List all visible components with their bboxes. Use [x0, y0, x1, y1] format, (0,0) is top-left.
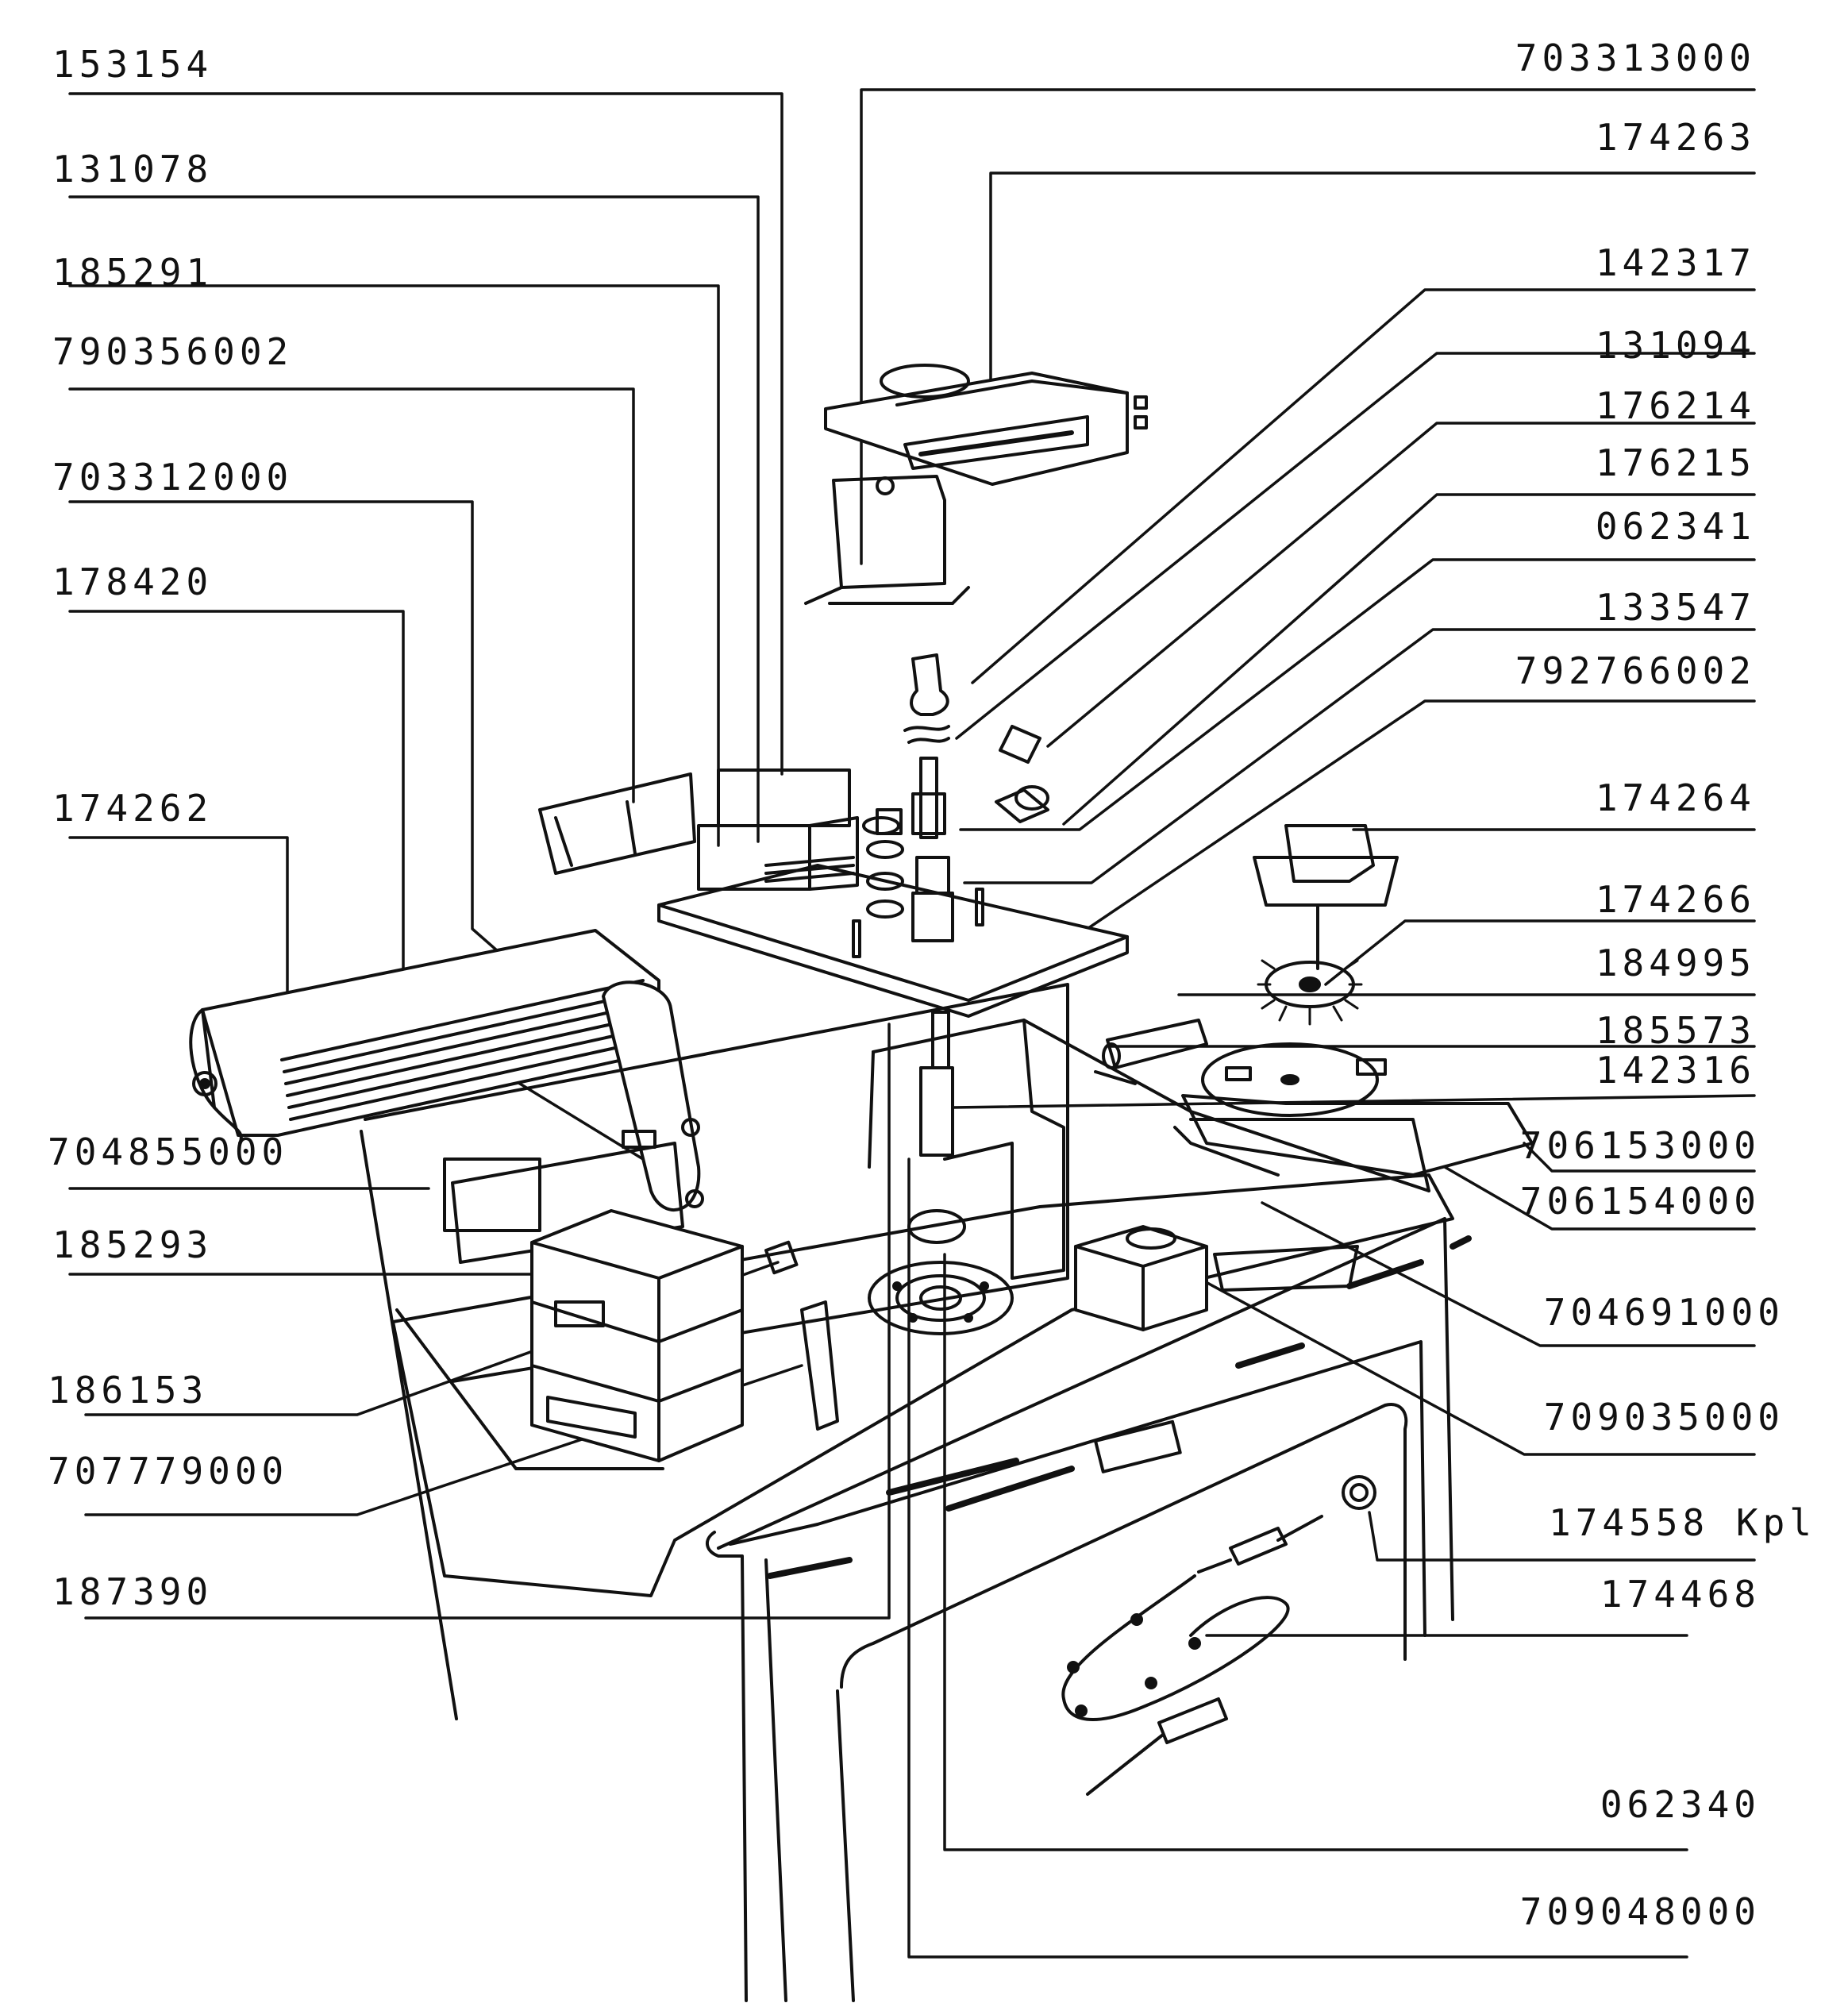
part-label-174264: 174264 [1595, 776, 1756, 819]
leader-142317 [971, 288, 1756, 684]
part-label-709035000: 709035000 [1543, 1396, 1784, 1439]
leader-709035000 [1197, 1277, 1756, 1456]
leader-131094 [955, 352, 1756, 740]
leader-176214 [1046, 422, 1756, 748]
leader-706153000 [1523, 1142, 1756, 1173]
part-label-174262: 174262 [52, 787, 214, 830]
capacitor-holder [538, 772, 696, 875]
part-label-176214: 176214 [1595, 384, 1756, 427]
leader-704691000 [1261, 1201, 1756, 1347]
leader-706154000 [1443, 1165, 1756, 1231]
part-label-184995: 184995 [1595, 942, 1756, 984]
control-plate [657, 768, 1129, 1018]
part-label-153154: 153154 [52, 43, 214, 86]
thermostat [1253, 824, 1399, 1026]
part-label-706153000: 706153000 [1519, 1124, 1761, 1167]
leader-792766002 [1062, 699, 1756, 946]
part-label-174558-kpl: 174558 Kpl [1549, 1501, 1816, 1544]
part-label-703313000: 703313000 [1515, 37, 1756, 79]
part-label-178420: 178420 [52, 560, 214, 603]
part-label-062340: 062340 [1600, 1783, 1761, 1826]
part-label-131094: 131094 [1595, 324, 1756, 367]
leader-176215 [1062, 493, 1756, 826]
leader-703313000 [860, 88, 1756, 565]
leader-187390 [84, 1023, 891, 1620]
leader-062340 [943, 1253, 1688, 1851]
switch-stack [852, 653, 1049, 1157]
part-label-174468: 174468 [1600, 1573, 1761, 1616]
part-label-174266: 174266 [1595, 878, 1756, 921]
leader-131078 [68, 195, 760, 843]
leader-lines-left [68, 92, 891, 1620]
part-label-185573: 185573 [1595, 1009, 1756, 1052]
leader-709048000 [907, 1158, 1688, 1959]
resistor [1094, 1019, 1208, 1085]
leader-lines-right [860, 88, 1756, 1959]
part-label-176215: 176215 [1595, 441, 1756, 484]
leader-185291 [68, 284, 720, 847]
sensor-harness [1061, 1515, 1323, 1796]
leader-174262 [68, 836, 289, 1006]
part-label-133547: 133547 [1595, 586, 1756, 629]
transformer [530, 1209, 744, 1462]
timer-assembly [804, 364, 1148, 605]
leader-062341 [959, 558, 1756, 831]
leader-174558 [1368, 1511, 1756, 1562]
part-label-174263: 174263 [1595, 116, 1756, 159]
part-label-703312000: 703312000 [52, 456, 294, 499]
leader-174266 [1324, 919, 1756, 986]
part-label-062341: 062341 [1595, 505, 1756, 548]
leader-153154 [68, 92, 783, 776]
part-label-707779000: 707779000 [48, 1450, 289, 1493]
part-label-704855000: 704855000 [48, 1131, 289, 1173]
part-label-790356002: 790356002 [52, 330, 294, 373]
magnetron [1074, 1225, 1359, 1331]
part-label-792766002: 792766002 [1515, 649, 1756, 692]
lamp-socket [1342, 1475, 1376, 1510]
part-label-142316: 142316 [1595, 1049, 1756, 1092]
front-panel [706, 1235, 1472, 2002]
turntable-plate [1181, 1042, 1534, 1177]
part-label-186153: 186153 [48, 1369, 209, 1412]
part-label-706154000: 706154000 [1519, 1180, 1761, 1223]
part-label-142317: 142317 [1595, 241, 1756, 284]
part-label-187390: 187390 [52, 1570, 214, 1613]
part-label-704691000: 704691000 [1543, 1291, 1784, 1334]
leader-174263 [989, 171, 1756, 387]
mode-stirrer-ring [868, 1209, 1014, 1335]
part-label-709048000: 709048000 [1519, 1890, 1761, 1933]
leader-178420 [68, 610, 645, 1161]
part-label-185293: 185293 [52, 1223, 214, 1266]
part-label-131078: 131078 [52, 148, 214, 191]
leader-142316 [951, 1094, 1756, 1109]
fuse-holder [764, 1240, 839, 1431]
leader-133547 [963, 628, 1756, 884]
leader-790356002 [68, 387, 635, 803]
